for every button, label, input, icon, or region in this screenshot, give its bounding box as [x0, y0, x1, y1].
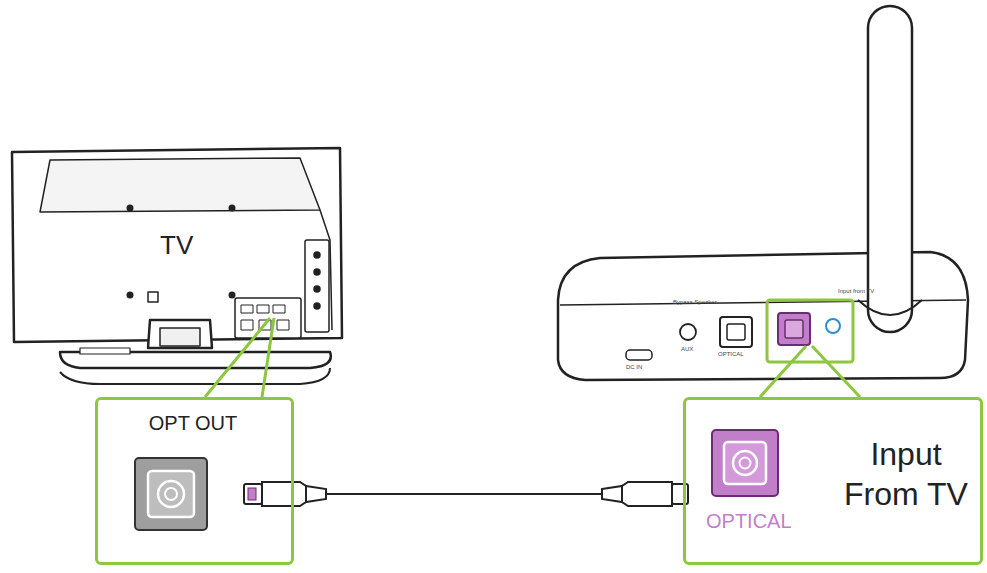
- port-label: Input from TV: [838, 288, 874, 295]
- transmitter-illustration: [558, 6, 968, 380]
- port-label: OPTICAL: [718, 351, 744, 358]
- callout-box: OPT OUT: [95, 397, 294, 565]
- callout-text: OPT OUT: [98, 412, 288, 435]
- leader-lines: [205, 318, 860, 397]
- right-plug: [595, 482, 688, 506]
- callout-text: Input From TV: [836, 434, 976, 514]
- callout-box: OPTICAL Input From TV: [683, 397, 983, 565]
- port-label: DC IN: [626, 364, 642, 371]
- tv-label: TV: [160, 231, 193, 260]
- port-label: Bypass Speaker: [673, 299, 717, 306]
- callout-text: OPTICAL: [706, 510, 792, 533]
- left-plug: [244, 482, 332, 506]
- optical-in-port-icon: [712, 430, 778, 496]
- opt-out-port-icon: [135, 458, 207, 530]
- tv-illustration: [12, 148, 342, 384]
- port-label: AUX: [681, 346, 693, 353]
